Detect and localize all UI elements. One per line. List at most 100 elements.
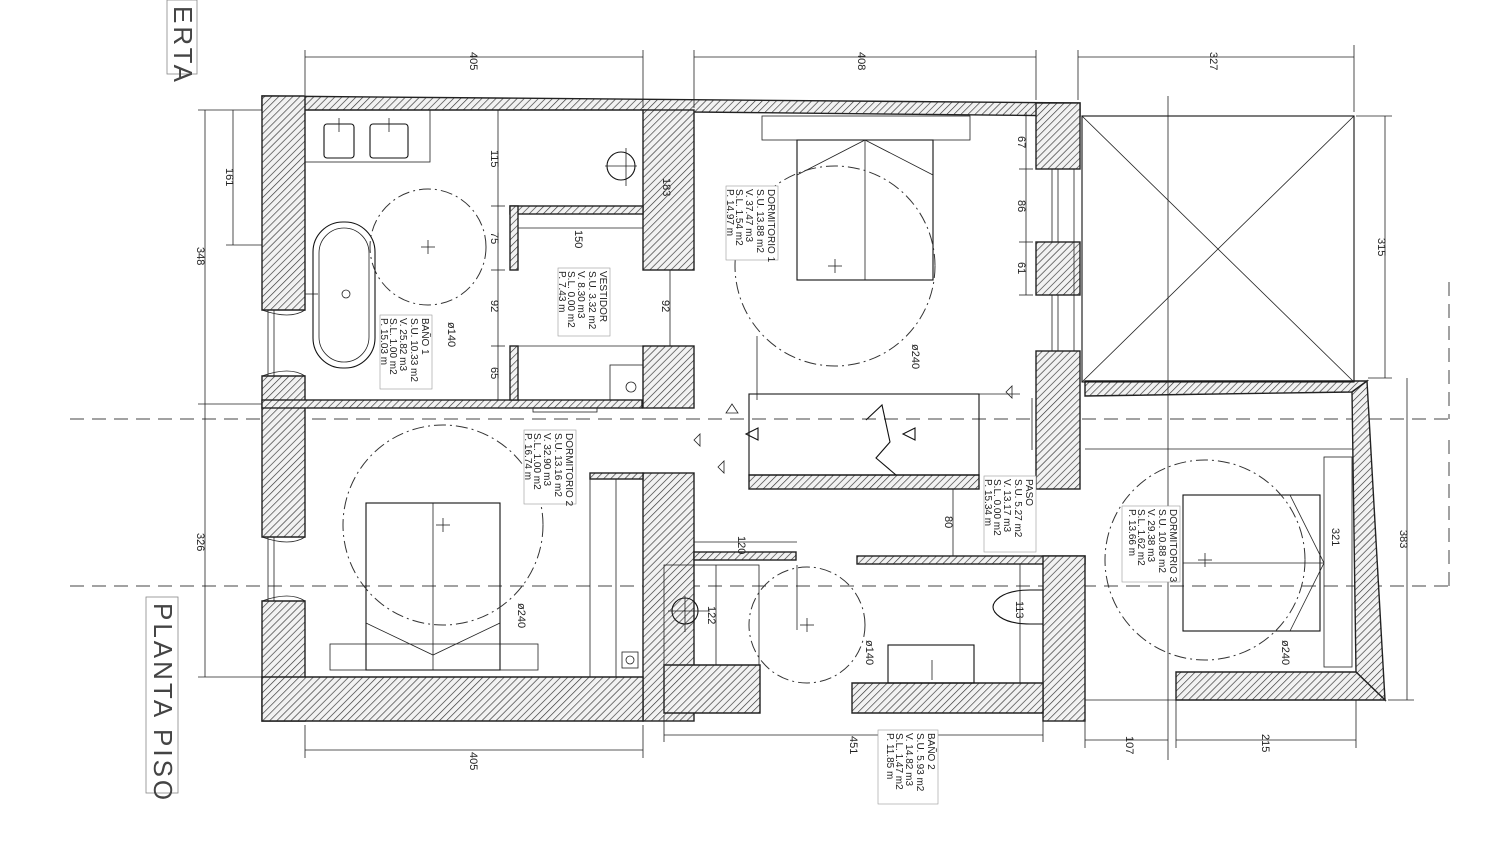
svg-text:V. 13.17 m3: V. 13.17 m3 xyxy=(1001,479,1012,532)
svg-text:PASO: PASO xyxy=(1023,479,1034,506)
dim-left-326: 326 xyxy=(194,533,206,551)
svg-text:65: 65 xyxy=(488,367,500,379)
wall-vestidor-left-bottom xyxy=(509,345,519,401)
wall-bano-bottom xyxy=(261,399,643,409)
svg-text:PLANTA PISO: PLANTA PISO xyxy=(148,603,178,803)
svg-text:ø140: ø140 xyxy=(863,640,875,665)
svg-text:VESTIDOR: VESTIDOR xyxy=(597,271,608,322)
dim-top-right: 327 xyxy=(1207,52,1219,70)
patio-void xyxy=(1081,115,1355,383)
svg-text:DORMITORIO 3: DORMITORIO 3 xyxy=(1167,509,1178,583)
svg-text:120: 120 xyxy=(735,536,747,554)
svg-text:67: 67 xyxy=(1015,136,1027,148)
room-tag-paso: PASO S.U. 5.27 m2 V. 13.17 m3 S.L. 0.00 … xyxy=(982,475,1037,553)
turning-circle-dormitorio-3 xyxy=(1104,459,1306,661)
svg-text:BAÑO 1: BAÑO 1 xyxy=(419,318,432,355)
svg-text:150: 150 xyxy=(572,230,584,248)
svg-text:S.U. 5.27 m2: S.U. 5.27 m2 xyxy=(1012,479,1023,538)
svg-text:P. 11.85 m: P. 11.85 m xyxy=(884,733,895,779)
svg-text:ø240: ø240 xyxy=(515,603,527,628)
walls xyxy=(261,95,1387,722)
svg-text:S.L. 1.62 m2: S.L. 1.62 m2 xyxy=(1135,509,1146,566)
dim-right-383: 383 xyxy=(1397,530,1409,548)
svg-text:S.U. 5.93 m2: S.U. 5.93 m2 xyxy=(914,733,925,792)
svg-text:113: 113 xyxy=(1013,601,1025,619)
svg-text:321: 321 xyxy=(1329,528,1341,546)
svg-text:P. 16.74 m: P. 16.74 m xyxy=(522,433,533,480)
washbasin-bano-2 xyxy=(887,644,975,684)
wall-bottom-b2 xyxy=(663,664,761,714)
dim-top-left: 405 xyxy=(467,52,479,70)
svg-text:S.U. 3.32 m2: S.U. 3.32 m2 xyxy=(586,271,597,330)
partial-title-top: ERTA xyxy=(166,0,198,85)
room-tag-vestidor: VESTIDOR S.U. 3.32 m2 V. 8.30 m3 S.L. 0.… xyxy=(556,267,611,337)
fixtures xyxy=(304,96,1355,760)
wall-d3-bottom xyxy=(1175,671,1387,701)
svg-text:P. 7.43 m: P. 7.43 m xyxy=(556,271,567,313)
wall-d1-right-top xyxy=(1035,102,1081,170)
svg-text:S.U. 10.88 m2: S.U. 10.88 m2 xyxy=(1156,509,1167,573)
svg-text:V. 25.82 m3: V. 25.82 m3 xyxy=(397,318,408,371)
wall-left-upper xyxy=(261,95,306,311)
staircase xyxy=(748,393,980,476)
svg-text:P. 14.97 m: P. 14.97 m xyxy=(724,189,735,236)
svg-text:V. 32.90 m3: V. 32.90 m3 xyxy=(541,433,552,486)
svg-text:ø240: ø240 xyxy=(909,344,921,369)
wall-vestidor-right-lower xyxy=(642,345,695,409)
stair-cut-line xyxy=(865,403,897,476)
svg-text:S.L. 1.54 m2: S.L. 1.54 m2 xyxy=(733,189,744,246)
room-tag-dormitorio-2: DORMITORIO 2 S.U. 13.16 m2 V. 32.90 m3 S… xyxy=(522,429,577,507)
wall-d1-right-mid xyxy=(1035,241,1081,296)
svg-text:86: 86 xyxy=(1015,200,1027,212)
svg-text:92: 92 xyxy=(488,300,500,312)
plan-title: PLANTA PISO xyxy=(145,596,179,803)
svg-text:115: 115 xyxy=(488,150,500,168)
svg-text:P. 15.34 m: P. 15.34 m xyxy=(982,479,993,526)
room-tag-dormitorio-3: DORMITORIO 3 S.U. 10.88 m2 V. 29.38 m3 S… xyxy=(1121,505,1181,583)
svg-text:ERTA: ERTA xyxy=(168,6,198,85)
svg-text:S.L. 0.00 m2: S.L. 0.00 m2 xyxy=(991,479,1002,536)
dim-top-mid: 408 xyxy=(855,52,867,70)
toilet-bano-2 xyxy=(992,589,1043,625)
svg-text:P. 15.03 m: P. 15.03 m xyxy=(378,318,389,365)
dim-left-348: 348 xyxy=(194,247,206,265)
wall-vestidor-top xyxy=(509,205,644,215)
svg-text:122: 122 xyxy=(705,606,717,624)
room-tag-bano-2: BAÑO 2 S.U. 5.93 m2 V. 14.82 m3 S.L. 1.4… xyxy=(877,729,939,805)
svg-text:DORMITORIO 1: DORMITORIO 1 xyxy=(765,189,776,263)
svg-text:P. 13.66 m: P. 13.66 m xyxy=(1126,509,1137,556)
turning-circles: ø140 ø240 ø240 ø140 ø240 xyxy=(342,165,1306,684)
window-left-lower xyxy=(261,536,306,602)
svg-text:ø140: ø140 xyxy=(445,322,457,347)
svg-text:S.L. 1.00 m2: S.L. 1.00 m2 xyxy=(531,433,542,490)
bathtub xyxy=(312,221,376,369)
window-left-upper xyxy=(261,309,306,377)
svg-text:ø240: ø240 xyxy=(1279,640,1291,665)
wall-d1-right-bot xyxy=(1035,350,1081,490)
wall-d3-right xyxy=(1351,379,1386,702)
wall-d3-top xyxy=(1084,380,1370,397)
turning-circle-bano-1 xyxy=(369,188,487,306)
dim-bottom-left: 405 xyxy=(467,752,479,770)
dim-bottom-mid: 451 xyxy=(847,736,859,754)
svg-text:107: 107 xyxy=(1123,736,1135,754)
sink-counter xyxy=(304,109,431,163)
dimension-lines: 405 408 327 348 161 326 315 383 115 75 9… xyxy=(194,45,1414,770)
wall-bottom xyxy=(261,676,644,722)
svg-text:V. 8.30 m3: V. 8.30 m3 xyxy=(575,271,586,319)
wall-stair-bottom xyxy=(748,474,980,490)
svg-text:BAÑO 2: BAÑO 2 xyxy=(925,733,938,770)
wall-bottom-b2b xyxy=(851,682,1044,714)
wall-d2-top-partition xyxy=(589,472,644,480)
svg-text:80: 80 xyxy=(942,516,954,528)
wall-b2-top-left xyxy=(693,551,797,561)
svg-text:S.U. 10.33 m2: S.U. 10.33 m2 xyxy=(408,318,419,382)
svg-text:S.L. 1.47 m2: S.L. 1.47 m2 xyxy=(893,733,904,790)
svg-text:DORMITORIO 2: DORMITORIO 2 xyxy=(563,433,574,507)
svg-text:61: 61 xyxy=(1015,262,1027,274)
turning-circle-dormitorio-2 xyxy=(342,424,544,626)
svg-text:S.U. 13.16 m2: S.U. 13.16 m2 xyxy=(552,433,563,497)
svg-text:S.U. 13.88 m2: S.U. 13.88 m2 xyxy=(754,189,765,253)
svg-text:V. 14.82 m3: V. 14.82 m3 xyxy=(903,733,914,786)
